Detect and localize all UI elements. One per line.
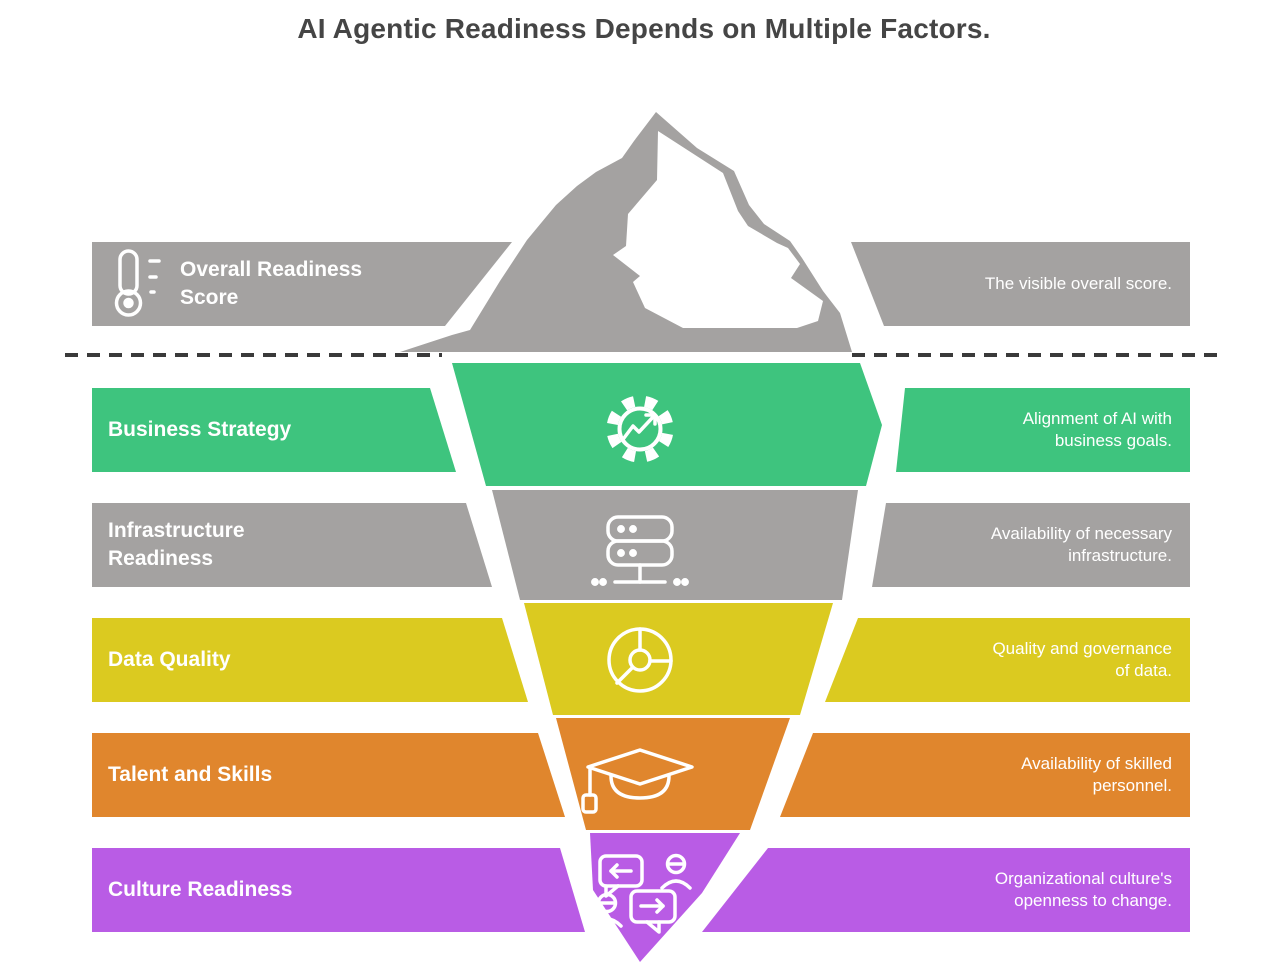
band-left-infrastructure <box>92 503 492 587</box>
row-desc-culture: Organizational culture's openness to cha… <box>994 868 1172 910</box>
row-label-infrastructure: Infrastructure Readiness <box>108 519 245 570</box>
row-label-culture: Culture Readiness <box>108 878 293 902</box>
gear-chart-icon <box>606 395 674 463</box>
graduation-cap-icon <box>581 748 694 814</box>
band-left-business <box>92 388 456 472</box>
band-right-overall <box>851 242 1190 326</box>
band-left-culture <box>92 848 585 932</box>
row-desc-overall: The visible overall score. <box>984 273 1172 293</box>
row-label-data: Data Quality <box>108 648 231 672</box>
band-right-data <box>825 618 1190 702</box>
row-label-talent: Talent and Skills <box>108 763 273 787</box>
thermometer-icon <box>114 249 161 317</box>
band-right-culture <box>702 848 1190 932</box>
band-left-data <box>92 618 528 702</box>
band-left-talent <box>92 733 565 817</box>
row-label-business: Business Strategy <box>108 418 292 442</box>
iceberg-segment-culture <box>590 833 740 962</box>
row-desc-infrastructure: Availability of necessary infrastructure… <box>990 523 1172 565</box>
iceberg-segment-data <box>524 603 833 715</box>
band-right-talent <box>780 733 1190 817</box>
row-desc-business: Alignment of AI with business goals. <box>1022 408 1172 450</box>
iceberg-segment-business <box>452 363 882 486</box>
chat-people-icon <box>591 853 692 934</box>
row-desc-data: Quality and governance of data. <box>992 638 1172 680</box>
iceberg-segment-infrastructure <box>492 490 858 600</box>
band-right-infrastructure <box>872 503 1190 587</box>
row-desc-talent: Availability of skilled personnel. <box>1021 753 1172 795</box>
server-icon <box>591 515 689 586</box>
iceberg-peak-highlight-facet <box>613 131 823 328</box>
band-right-business <box>896 388 1190 472</box>
page-title: AI Agentic Readiness Depends on Multiple… <box>297 13 991 44</box>
row-label-overall: Overall Readiness Score <box>180 258 363 309</box>
pie-chart-icon <box>607 627 673 693</box>
band-left-overall <box>92 242 512 326</box>
